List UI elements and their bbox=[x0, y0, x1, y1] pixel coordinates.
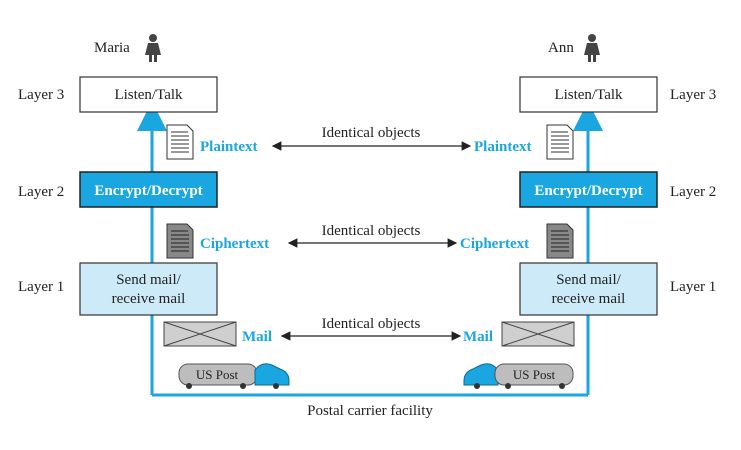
left-layer2-label: Layer 2 bbox=[18, 184, 64, 200]
left-truck-icon bbox=[178, 363, 290, 389]
left-layer2-box-label: Encrypt/Decrypt bbox=[94, 183, 202, 199]
left-truck-label: US Post bbox=[196, 367, 239, 382]
right-layer2-box bbox=[519, 171, 658, 208]
left-layer2-box bbox=[79, 171, 218, 208]
right-plaintext-document-icon bbox=[546, 124, 574, 160]
postal-carrier-facility-label: Postal carrier facility bbox=[307, 403, 433, 419]
right-layer3-box bbox=[519, 76, 658, 113]
left-layer3-box-label: Listen/Talk bbox=[114, 87, 183, 103]
left-plaintext-label: Plaintext bbox=[200, 139, 258, 155]
left-person-icon bbox=[145, 34, 161, 62]
left-layer1-box-line1: Send mail/ bbox=[116, 272, 181, 288]
right-layer1-box-line1: Send mail/ bbox=[556, 272, 621, 288]
left-ciphertext-label: Ciphertext bbox=[200, 236, 269, 252]
identical-objects-label-top: Identical objects bbox=[322, 125, 421, 141]
right-layer2-box-label: Encrypt/Decrypt bbox=[534, 183, 642, 199]
left-person-name: Maria bbox=[94, 40, 130, 56]
left-layer3-label: Layer 3 bbox=[18, 87, 64, 103]
left-layer3-box bbox=[79, 76, 218, 113]
left-ciphertext-document-icon bbox=[166, 223, 194, 259]
left-mail-label: Mail bbox=[242, 329, 272, 345]
left-layer1-label: Layer 1 bbox=[18, 279, 64, 295]
right-layer1-box-line2: receive mail bbox=[552, 291, 626, 307]
right-person-name: Ann bbox=[548, 40, 574, 56]
identical-objects-label-bottom: Identical objects bbox=[322, 316, 421, 332]
left-layer1-box bbox=[79, 262, 218, 316]
right-person-icon bbox=[584, 34, 600, 62]
right-layer3-label: Layer 3 bbox=[670, 87, 716, 103]
right-ciphertext-document-icon bbox=[546, 223, 574, 259]
left-plaintext-document-icon bbox=[166, 124, 194, 160]
right-envelope-icon bbox=[501, 321, 575, 347]
communication-flow-path bbox=[137, 101, 603, 397]
left-layer1-box-line2: receive mail bbox=[112, 291, 186, 307]
right-layer1-box bbox=[519, 262, 658, 316]
right-layer3-box-label: Listen/Talk bbox=[554, 87, 623, 103]
right-layer2-label: Layer 2 bbox=[670, 184, 716, 200]
right-truck-label: US Post bbox=[513, 367, 556, 382]
right-ciphertext-label: Ciphertext bbox=[460, 236, 529, 252]
right-mail-label: Mail bbox=[463, 329, 493, 345]
right-truck-icon bbox=[463, 363, 574, 389]
right-layer1-label: Layer 1 bbox=[670, 279, 716, 295]
left-envelope-icon bbox=[163, 321, 237, 347]
right-plaintext-label: Plaintext bbox=[474, 139, 532, 155]
identical-objects-label-mid: Identical objects bbox=[322, 223, 421, 239]
